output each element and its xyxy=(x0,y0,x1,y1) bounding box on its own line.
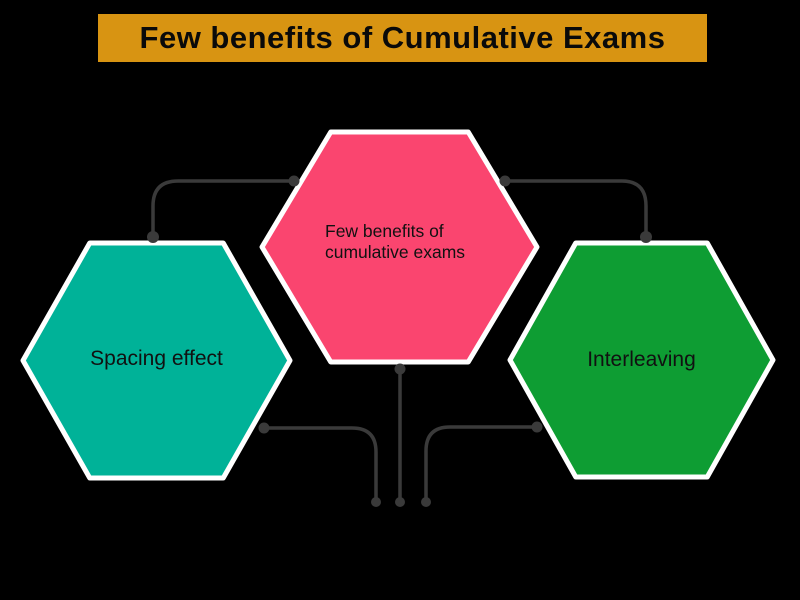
hexagon-right-label: Interleaving xyxy=(587,348,696,371)
dot-bottom-2 xyxy=(395,497,405,507)
dot-left-top xyxy=(147,231,159,243)
dot-right-top xyxy=(640,231,652,243)
connector-lines xyxy=(151,179,648,504)
dot-left-side xyxy=(258,422,270,434)
connector-center-to-left xyxy=(151,179,296,239)
title-text: Few benefits of Cumulative Exams xyxy=(139,20,666,55)
dot-center-bottom xyxy=(394,363,406,375)
dot-right-side xyxy=(531,421,543,433)
dot-center-left xyxy=(288,175,300,187)
connector-right-down xyxy=(424,425,539,504)
hexagon-left xyxy=(20,240,293,481)
hexagon-center-label: Few benefits of cumulative exams xyxy=(325,221,466,262)
dot-center-right xyxy=(499,175,511,187)
dot-bottom-3 xyxy=(421,497,431,507)
hexagon-right xyxy=(507,240,776,480)
hexagon-left-label: Spacing effect xyxy=(90,347,223,370)
dot-bottom-1 xyxy=(371,497,381,507)
title-banner: Few benefits of Cumulative Exams xyxy=(98,14,707,62)
connector-dots xyxy=(147,175,652,507)
connector-center-to-right xyxy=(503,179,648,239)
hexagon-center xyxy=(259,129,540,365)
connector-left-down xyxy=(262,426,378,504)
